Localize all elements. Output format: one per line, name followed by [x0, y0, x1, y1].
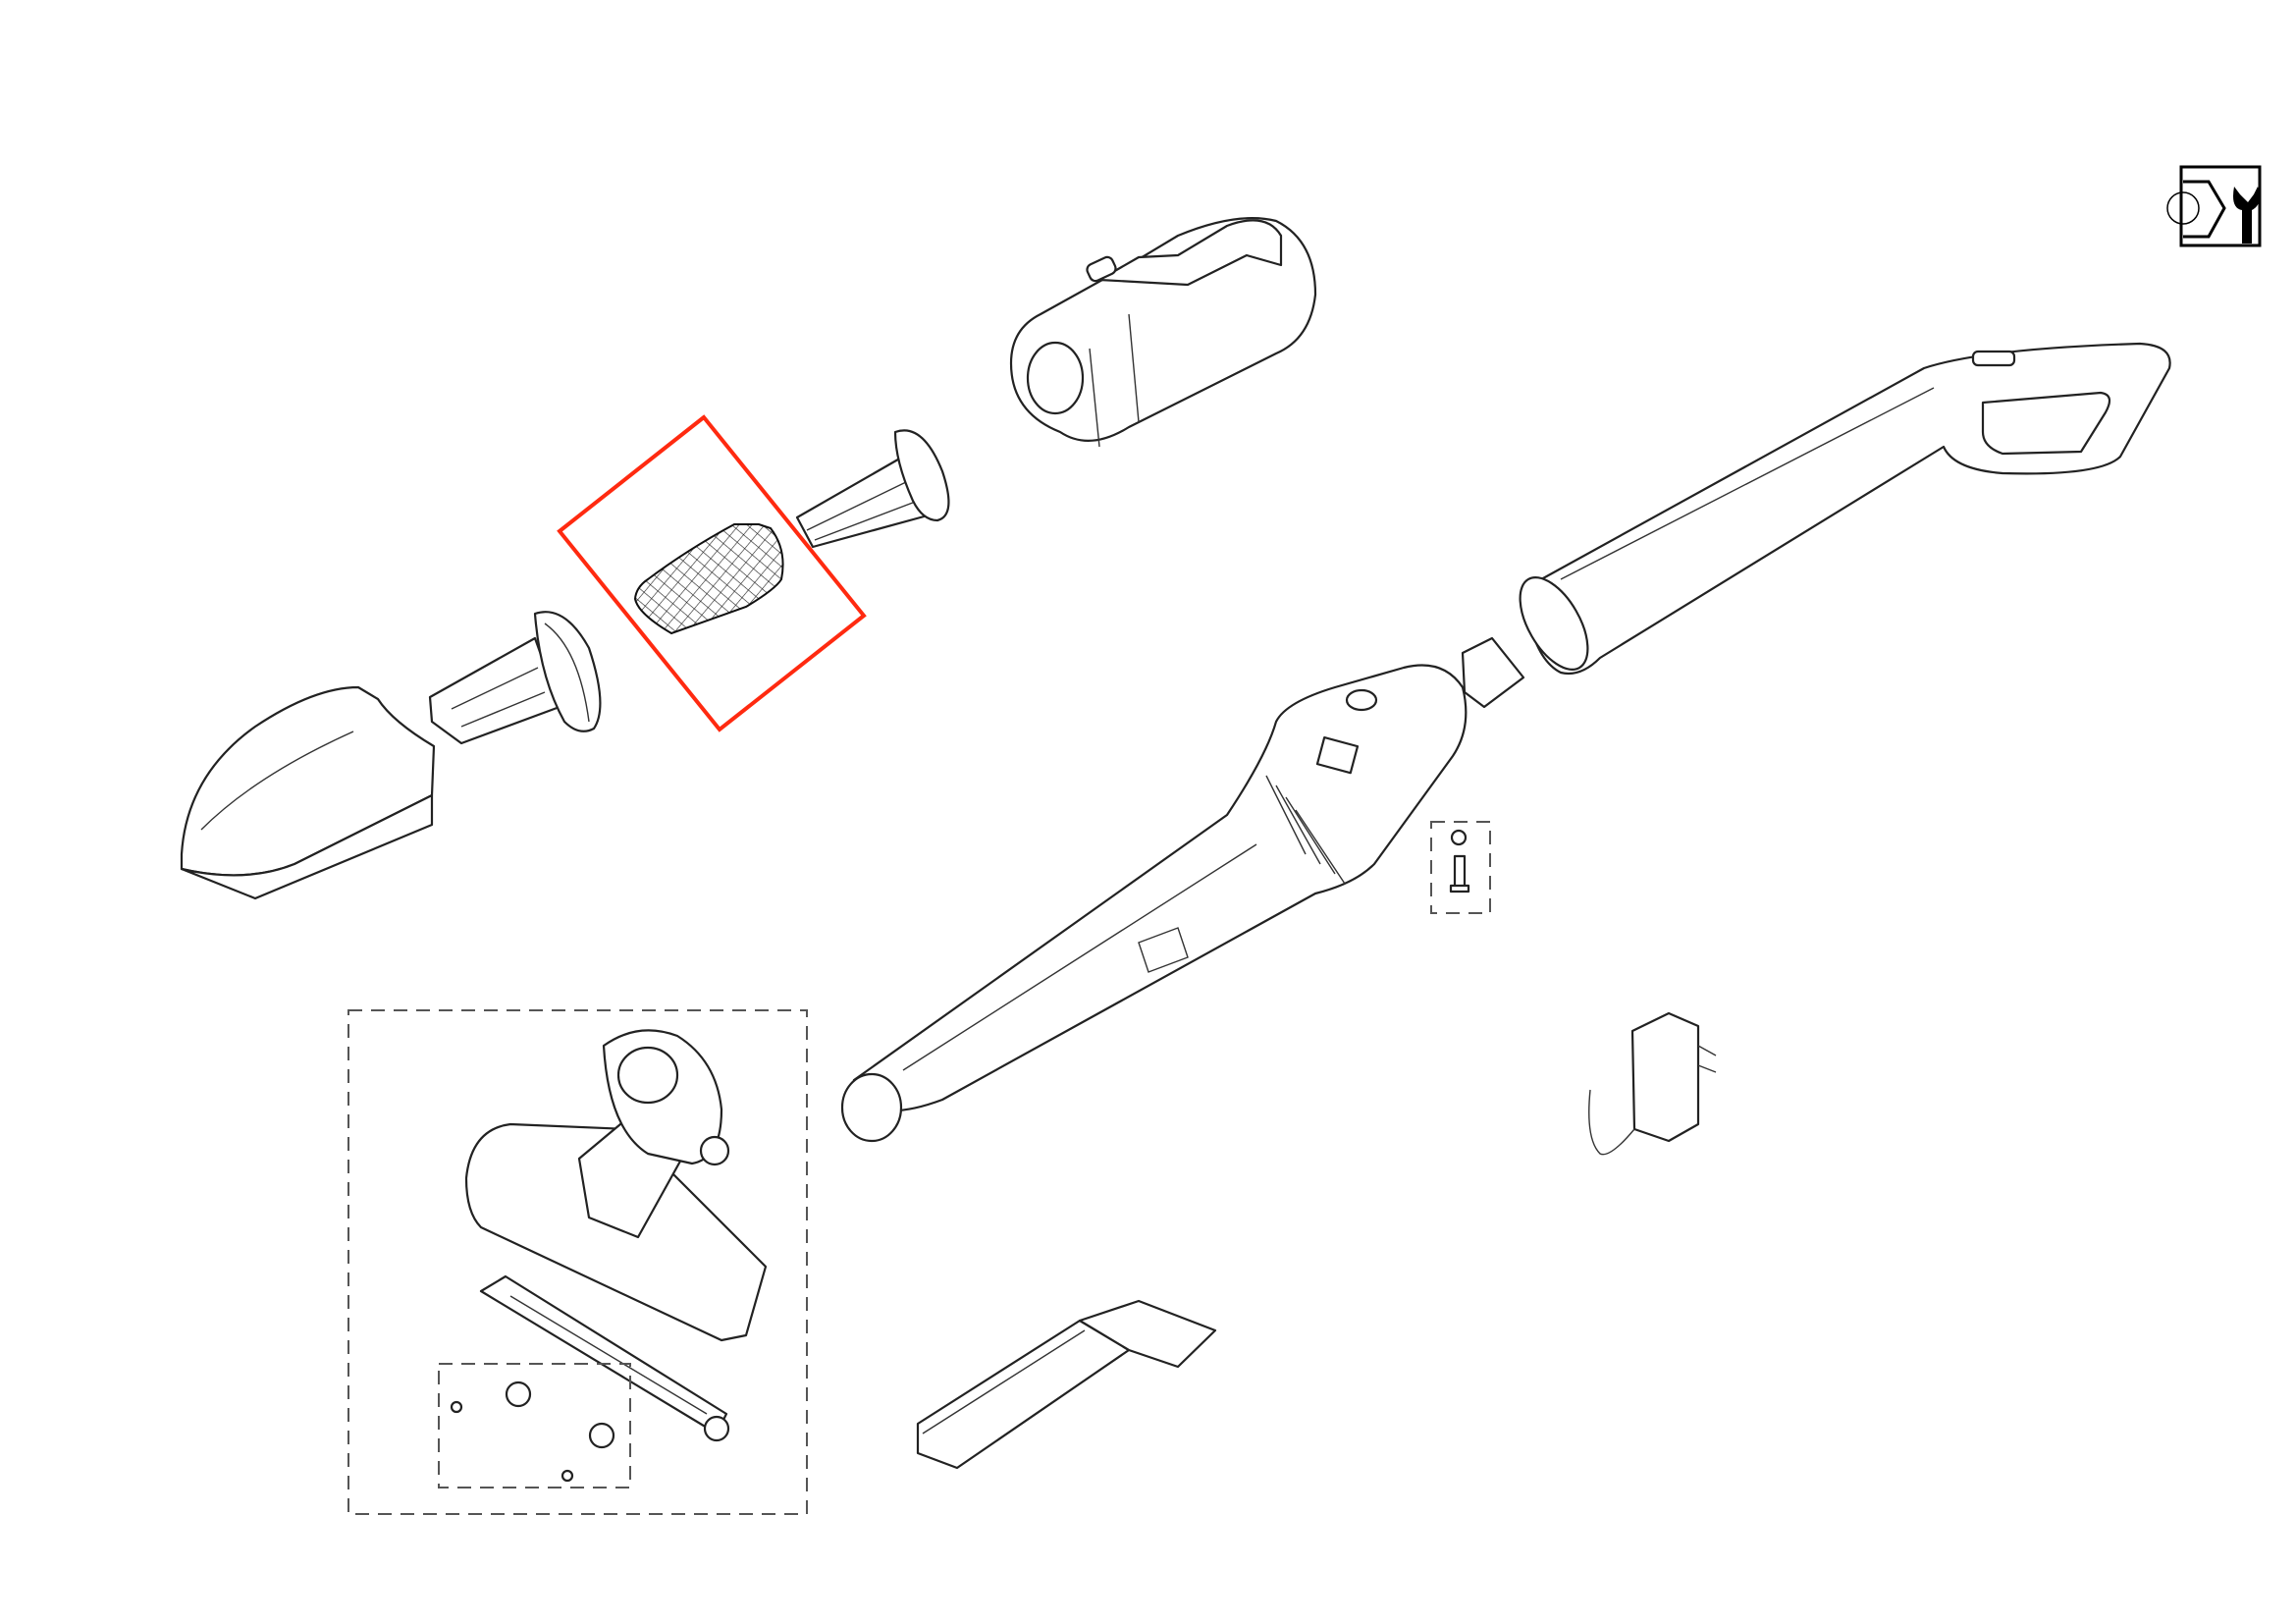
charger-adapter	[1588, 1011, 1717, 1156]
screw-set	[1430, 821, 1491, 914]
mesh-filter-highlight[interactable]	[557, 414, 867, 732]
nozzle-cover	[180, 685, 436, 900]
handle-tube	[1519, 342, 2171, 676]
filter-holder	[428, 611, 602, 745]
floor-nozzle-group	[347, 1009, 808, 1515]
main-body	[840, 636, 1525, 1143]
handheld-unit	[1009, 217, 1317, 448]
mesh-filter	[633, 523, 784, 635]
crevice-tool	[916, 1299, 1217, 1470]
cone-filter	[795, 429, 950, 549]
service-tools-icon	[2166, 165, 2262, 247]
